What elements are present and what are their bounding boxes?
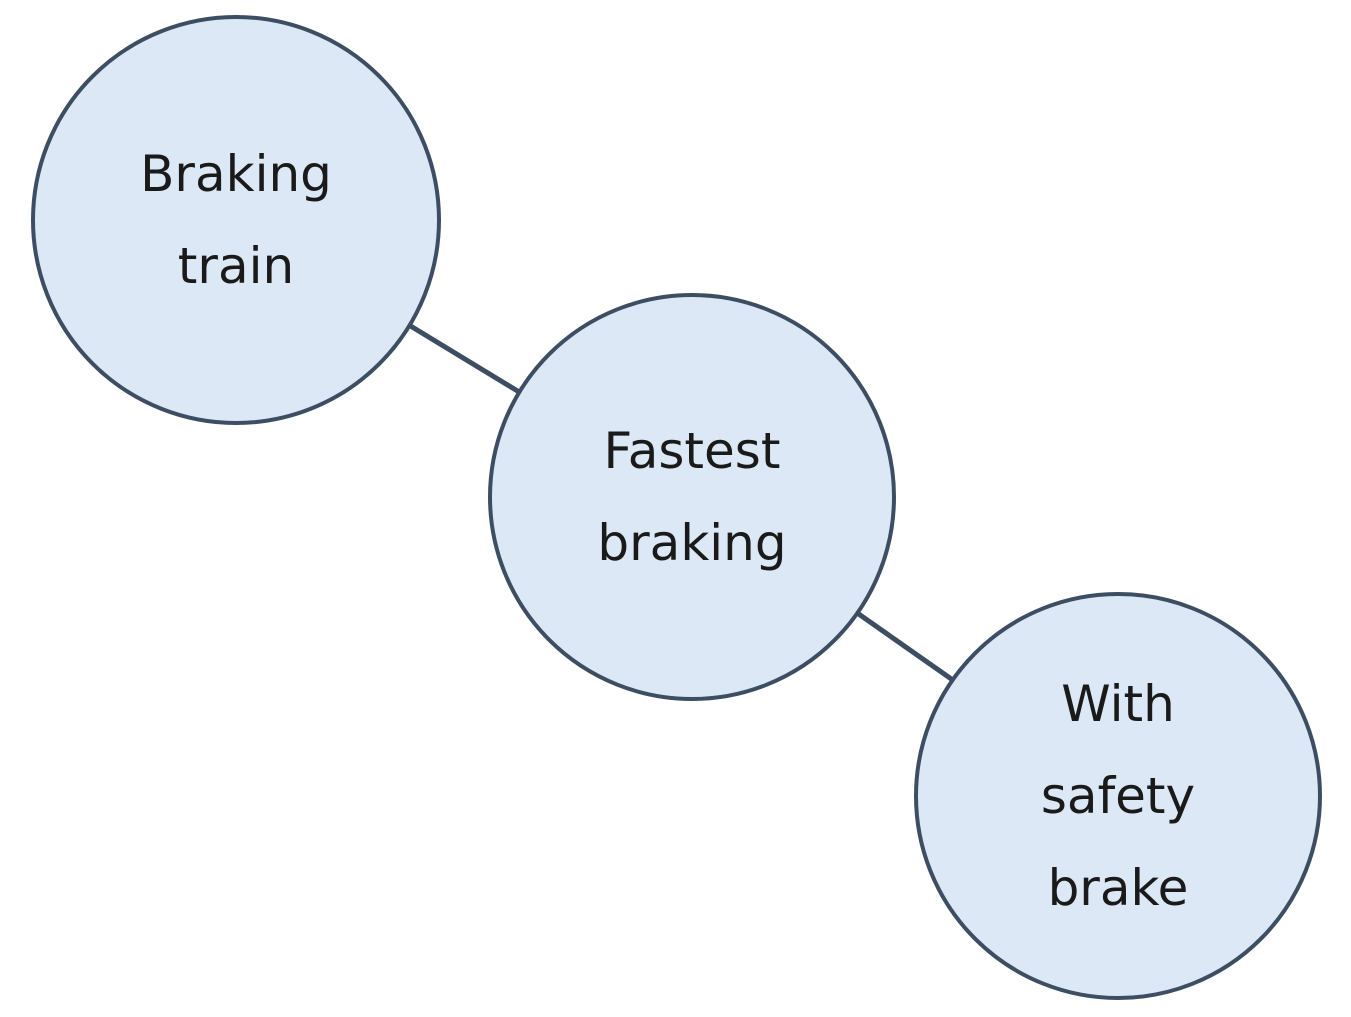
node-label-line: With [1061,675,1175,733]
node-circle [488,293,896,701]
node-circle [914,592,1322,1000]
connector-fastest-braking-to-with-safety-brake [855,611,955,682]
node-label-line: Fastest [604,422,781,480]
node-with-safety-brake: With safety brake [914,592,1322,1000]
connectors [408,323,955,682]
node-label-line: braking [597,514,786,572]
node-label-line: train [178,237,294,295]
connector-braking-train-to-fastest-braking [408,323,521,395]
node-circle [31,15,441,425]
node-label-line: brake [1048,859,1189,917]
node-label-line: Braking [140,145,332,203]
node-fastest-braking: Fastest braking [488,293,896,701]
node-label-line: safety [1041,767,1195,825]
node-braking-train: Braking train [31,15,441,425]
